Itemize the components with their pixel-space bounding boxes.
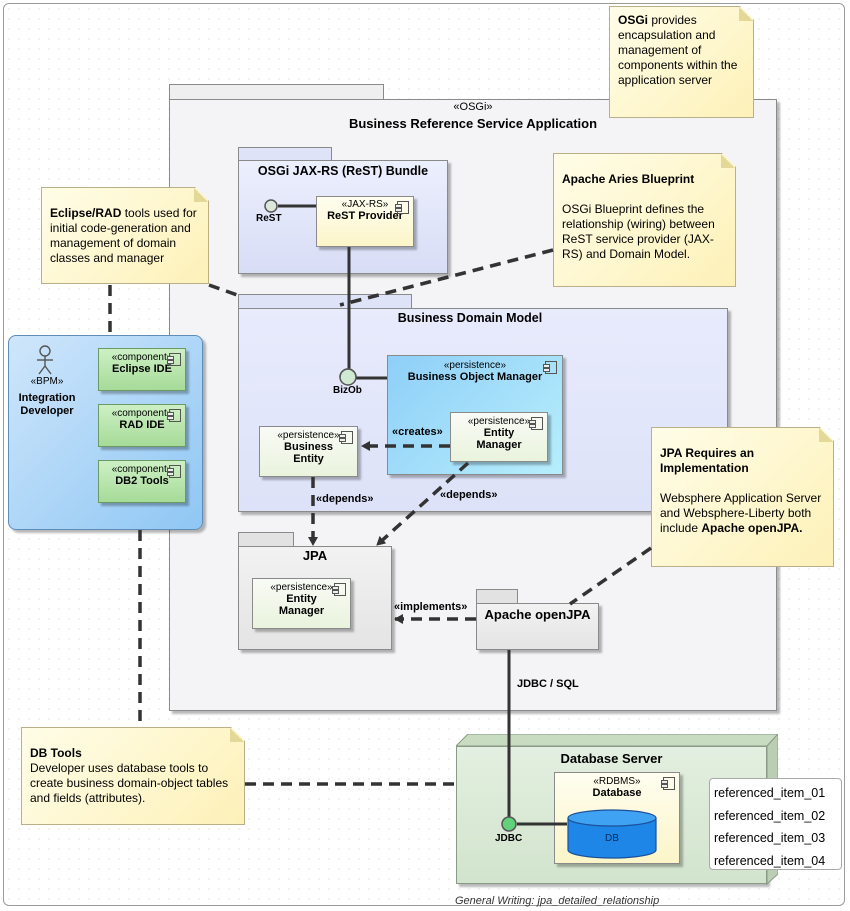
depends-label-1: «depends» (316, 493, 374, 505)
rest-provider-component[interactable]: «JAX-RS» ReST Provider (316, 196, 414, 247)
component-icon (339, 431, 353, 444)
osgi-package-tab (169, 84, 384, 100)
note-eclipse-anchor (208, 283, 241, 298)
component-icon (167, 465, 181, 478)
osgi-package-title: Business Reference Service Application (348, 116, 598, 131)
rest-port-label: ReST (256, 213, 282, 224)
jdbc-sql-label: JDBC / SQL (517, 678, 579, 690)
note-aries-anchor (339, 248, 554, 307)
referenced-items-list: referenced_item_01 referenced_item_02 re… (709, 778, 842, 870)
depends-label-2: «depends» (440, 489, 498, 501)
rest-port-icon (264, 199, 278, 213)
tool-db2-tools[interactable]: «component» DB2 Tools (98, 460, 186, 503)
database-cylinder-icon (567, 809, 657, 859)
jaxrs-bundle-tab (238, 147, 332, 161)
note-aries-blueprint[interactable]: Apache Aries Blueprint OSGi Blueprint de… (553, 153, 736, 287)
developer-name-line2: Developer (20, 405, 74, 417)
tool-eclipse-ide[interactable]: «component» Eclipse IDE (98, 348, 186, 391)
tool-rad-ide[interactable]: «component» RAD IDE (98, 404, 186, 447)
list-item[interactable]: referenced_item_04 (714, 853, 826, 868)
component-icon (395, 201, 409, 214)
business-entity[interactable]: «persistence» Business Entity (259, 426, 358, 477)
note-db-tools[interactable]: DB Tools Developer uses database tools t… (21, 727, 245, 825)
list-item[interactable]: referenced_item_03 (714, 831, 826, 845)
developer-name-line1: Integration (18, 392, 76, 404)
openjpa-tab (476, 589, 518, 604)
jpa-entity-manager[interactable]: «persistence» Entity Manager (252, 578, 351, 629)
implements-label: «implements» (394, 601, 468, 613)
domain-model-title: Business Domain Model (397, 311, 543, 325)
component-icon (167, 409, 181, 422)
note-jpa-implementation[interactable]: JPA Requires an Implementation Websphere… (651, 427, 834, 567)
component-icon (661, 777, 675, 790)
developer-stereotype: «BPM» (30, 376, 64, 387)
jdbc-port-icon (501, 816, 517, 832)
jpa-package-title: JPA (302, 548, 328, 563)
component-icon (529, 417, 543, 430)
jaxrs-bundle-title: OSGi JAX-RS (ReST) Bundle (257, 164, 429, 178)
osgi-stereotype: «OSGi» (453, 101, 493, 113)
database-server-title: Database Server (560, 751, 663, 766)
openjpa-package[interactable] (476, 603, 599, 650)
bizob-port-label: BizOb (333, 385, 362, 396)
actor-icon (37, 345, 53, 375)
database-cylinder-label: DB (605, 833, 619, 844)
list-item[interactable]: referenced_item_01 (714, 786, 826, 800)
component-icon (167, 353, 181, 366)
component-icon (332, 583, 346, 596)
note-eclipse-rad[interactable]: Eclipse/RAD tools used for initial code-… (41, 187, 209, 284)
note-jpa-anchor (569, 546, 652, 606)
note-osgi[interactable]: OSGi provides encapsulation and manageme… (609, 6, 754, 118)
depends-arrow-2 (375, 461, 470, 547)
jdbc-port-label: JDBC (495, 833, 523, 844)
list-item[interactable]: referenced_item_02 (714, 808, 826, 823)
diagram-footer: General Writing: jpa_detailed_relationsh… (455, 895, 660, 907)
creates-label: «creates» (392, 426, 443, 438)
jpa-package-tab (238, 532, 294, 547)
domain-entity-manager[interactable]: «persistence» Entity Manager (450, 412, 548, 462)
component-icon (543, 361, 557, 374)
openjpa-title: Apache openJPA (484, 607, 591, 622)
